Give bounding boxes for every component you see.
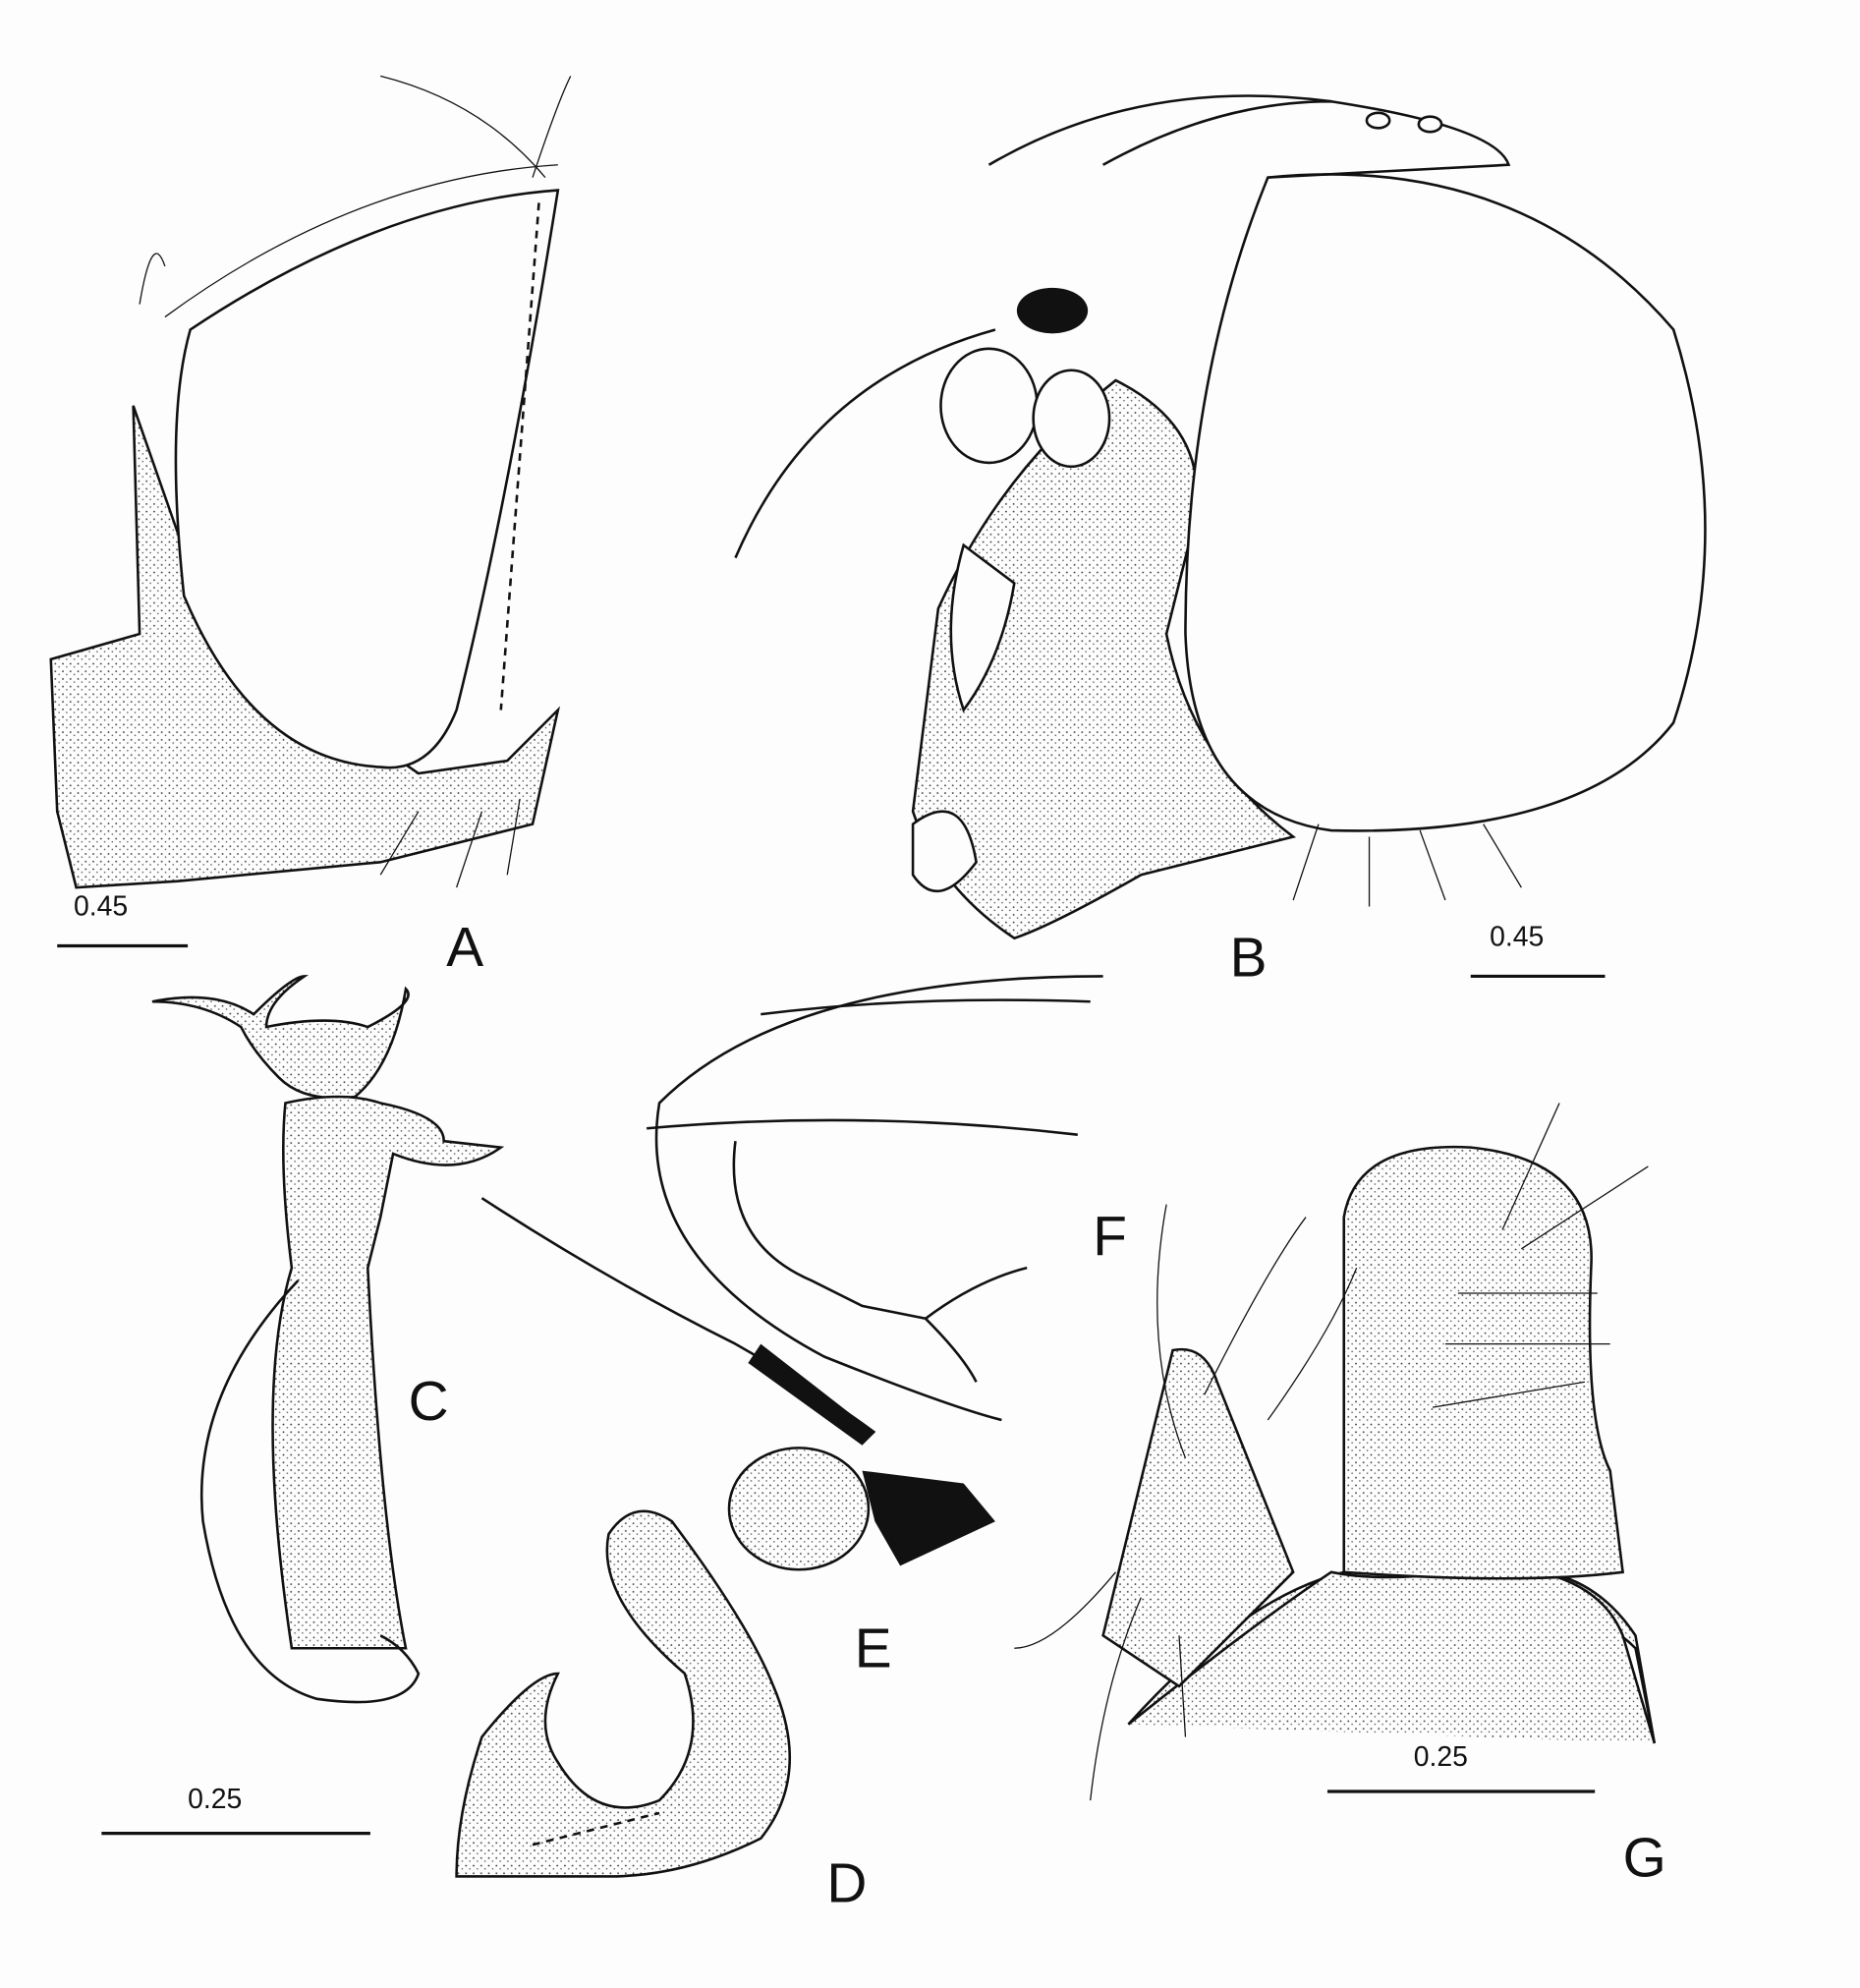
scale-bar-a-value: 0.45: [74, 891, 128, 923]
panel-d-structure: [455, 1509, 792, 1878]
panel-label-e: E: [855, 1619, 892, 1680]
panel-label-c: C: [409, 1371, 449, 1433]
scale-bar-g-value: 0.25: [1414, 1741, 1468, 1773]
panel-label-b: B: [1230, 927, 1268, 989]
panel-b-head: [734, 94, 1707, 940]
scale-bar-b-value: 0.45: [1490, 921, 1544, 952]
panel-label-a: A: [446, 917, 483, 979]
scale-bar-cd-value: 0.25: [188, 1784, 242, 1815]
panel-label-f: F: [1093, 1206, 1127, 1268]
panel-a-head-lateral: [49, 75, 572, 889]
panel-label-g: G: [1623, 1827, 1666, 1889]
panel-e-antenna: [480, 1197, 995, 1571]
panel-f-wing-tip: [647, 975, 1103, 1422]
panel-c-structure: [151, 975, 505, 1704]
panel-g-genitalia: [1014, 1103, 1657, 1801]
panel-label-d: D: [826, 1852, 867, 1914]
